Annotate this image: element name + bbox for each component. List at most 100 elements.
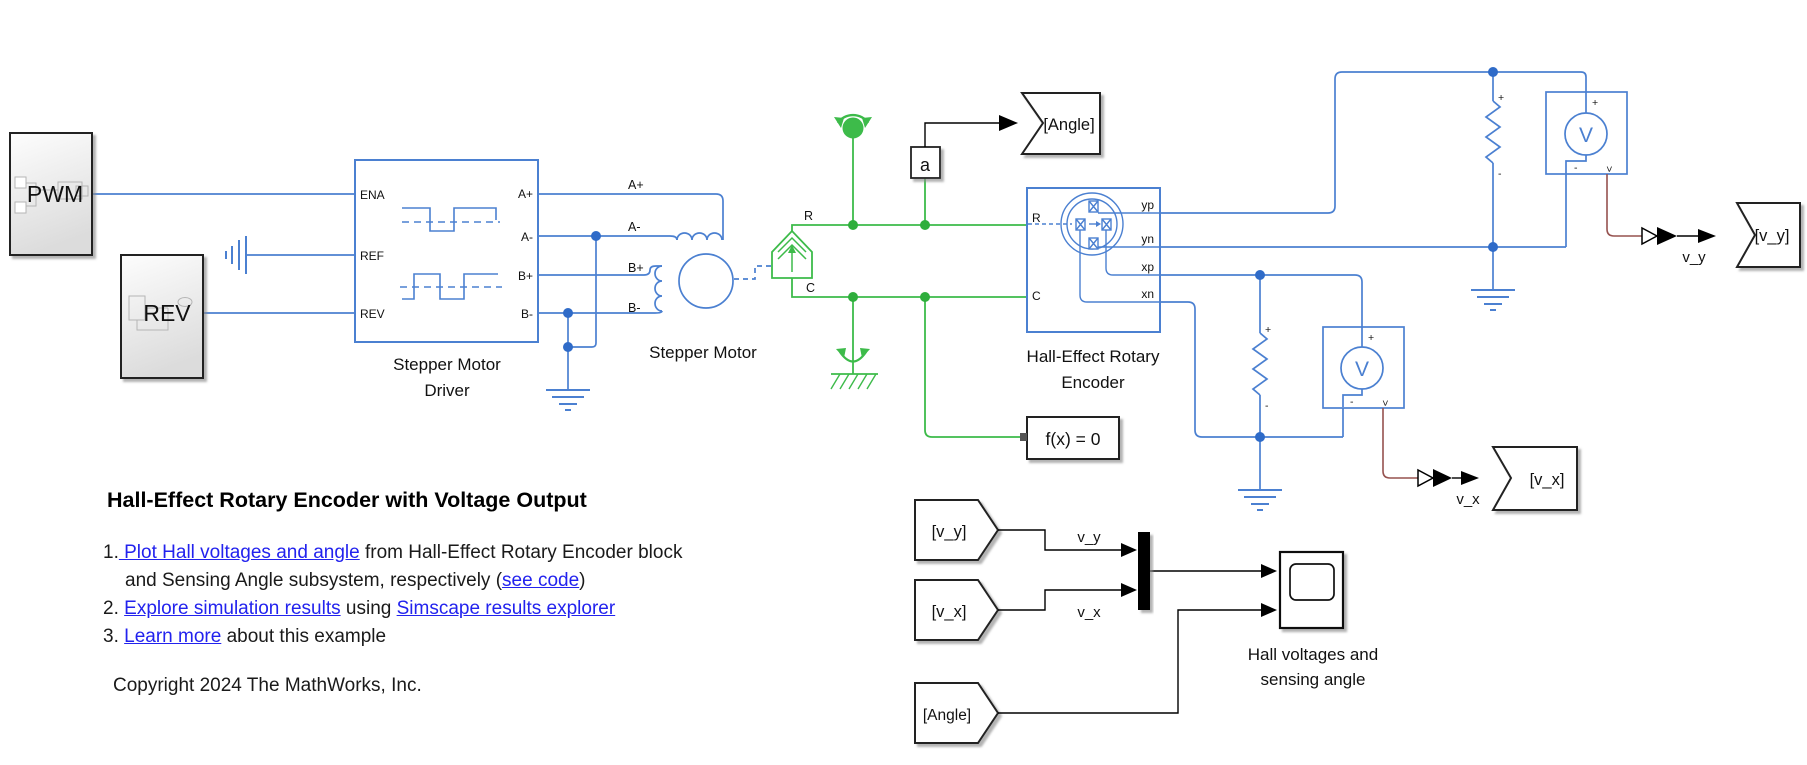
scope-block[interactable] bbox=[1278, 550, 1345, 630]
driver-port-bplus: B+ bbox=[518, 269, 533, 283]
item1-number: 1. bbox=[103, 542, 119, 563]
annotation-title: Hall-Effect Rotary Encoder with Voltage … bbox=[107, 488, 587, 512]
encoder-port-yn: yn bbox=[1141, 232, 1154, 246]
ps-simulink-converter-2[interactable] bbox=[1417, 468, 1452, 488]
rotational-reference[interactable] bbox=[830, 348, 878, 390]
signal-wire-from-vy[interactable] bbox=[998, 529, 1121, 551]
voltage-sensor-2[interactable]: V + - > bbox=[1322, 326, 1405, 409]
wire-b-plus[interactable] bbox=[538, 265, 662, 276]
link-see-code[interactable]: see code bbox=[502, 570, 580, 591]
encoder-name-line2: Encoder bbox=[1061, 373, 1125, 392]
annotation-item-2: 2. Explore simulation results using Sims… bbox=[103, 595, 715, 623]
pwm-label: PWM bbox=[27, 181, 83, 207]
goto-vx-tag[interactable]: [v_x] bbox=[1491, 446, 1578, 511]
electrical-wires[interactable] bbox=[92, 71, 1587, 490]
driver-port-rev: REV bbox=[360, 307, 385, 321]
scope-name-line2: sensing angle bbox=[1261, 670, 1366, 689]
rotational-source[interactable] bbox=[834, 113, 872, 139]
electrical-reference-ref-port[interactable] bbox=[225, 236, 247, 274]
signal-wires-bottom[interactable] bbox=[998, 529, 1261, 714]
voltmeter2-symbol: V bbox=[1355, 358, 1369, 381]
from-vx-label: [v_x] bbox=[932, 603, 967, 621]
rev-label: REV bbox=[143, 300, 191, 326]
electrical-reference-right-top[interactable] bbox=[1471, 289, 1515, 311]
wire-solver[interactable] bbox=[924, 297, 1020, 438]
driver-name-line1: Stepper Motor bbox=[393, 355, 501, 374]
annotation-item-1: 1. Plot Hall voltages and angle from Hal… bbox=[103, 539, 715, 595]
angle-signal-block[interactable]: a bbox=[910, 146, 941, 179]
angle-signal-wire[interactable] bbox=[924, 115, 1018, 147]
wire-aminus-to-ground[interactable] bbox=[568, 236, 597, 348]
encoder-port-xn: xn bbox=[1141, 287, 1154, 301]
wire-a-plus[interactable] bbox=[538, 193, 724, 240]
signal-wire-from-vx[interactable] bbox=[998, 589, 1121, 611]
link-results-explorer[interactable]: Simscape results explorer bbox=[396, 598, 616, 619]
rotational-motion-sensor[interactable] bbox=[771, 229, 813, 279]
resistor-2[interactable] bbox=[1251, 332, 1269, 396]
link-learn-more[interactable]: Learn more bbox=[124, 626, 222, 647]
goto-angle-label: [Angle] bbox=[1043, 116, 1094, 134]
wire-a-minus[interactable] bbox=[538, 235, 678, 241]
goto-angle-tag[interactable]: [Angle] bbox=[1020, 92, 1101, 155]
voltmeter2-out: > bbox=[1379, 400, 1391, 406]
stepper-motor-driver-block[interactable]: ENA REF REV A+ A- B+ B- bbox=[354, 159, 539, 343]
scope-name-line1: Hall voltages and bbox=[1248, 645, 1378, 664]
pwm-subsystem-block[interactable]: PWM bbox=[9, 132, 93, 256]
signal-wire-from-angle[interactable] bbox=[998, 609, 1261, 714]
item3-number: 3. bbox=[103, 626, 119, 647]
goto-vy-tag[interactable]: [v_y] bbox=[1735, 202, 1801, 268]
encoder-icon bbox=[1028, 192, 1160, 303]
resistor2-plus: + bbox=[1265, 324, 1271, 336]
hall-effect-rotary-encoder-block[interactable]: R C yp yn xp xn bbox=[1026, 187, 1161, 333]
goto-vy-label: [v_y] bbox=[1755, 227, 1790, 245]
voltmeter1-minus: - bbox=[1574, 162, 1578, 174]
physical-signal-wires[interactable] bbox=[1382, 174, 1642, 479]
link-explore-results[interactable]: Explore simulation results bbox=[124, 598, 341, 619]
wire-xn[interactable] bbox=[1160, 301, 1343, 438]
pwm-thumbnail-icon bbox=[14, 176, 89, 214]
encoder-port-yp: yp bbox=[1141, 198, 1154, 212]
voltage-sensor-1[interactable]: V + - > bbox=[1545, 91, 1628, 175]
wire-xp[interactable] bbox=[1160, 274, 1363, 327]
electrical-junctions bbox=[563, 67, 1498, 442]
arrowhead bbox=[1461, 471, 1479, 485]
from-vy-tag[interactable]: [v_y] bbox=[914, 499, 1000, 561]
wire-yp[interactable] bbox=[1160, 71, 1587, 214]
item2-text: using bbox=[340, 598, 397, 619]
encoder-name-line1: Hall-Effect Rotary bbox=[1027, 347, 1160, 366]
mechanical-wires[interactable] bbox=[791, 138, 1027, 438]
wire-b-minus[interactable] bbox=[538, 310, 663, 314]
wire-label-bplus: B+ bbox=[628, 261, 644, 275]
ps-wire-vx[interactable] bbox=[1382, 408, 1418, 479]
ps-simulink-converter-1[interactable] bbox=[1641, 226, 1677, 246]
link-plot-hall-voltages[interactable]: Plot Hall voltages and angle bbox=[118, 542, 360, 563]
copyright-text: Copyright 2024 The MathWorks, Inc. bbox=[113, 675, 422, 696]
encoder-port-r: R bbox=[1032, 211, 1041, 225]
electrical-reference-driver[interactable] bbox=[546, 389, 590, 411]
ps-wire-vy[interactable] bbox=[1606, 174, 1642, 237]
mux-block[interactable] bbox=[1138, 532, 1150, 610]
wire-label-bminus: B- bbox=[628, 301, 641, 315]
from-vx-tag[interactable]: [v_x] bbox=[914, 579, 1000, 641]
voltmeter1-symbol: V bbox=[1579, 124, 1593, 147]
voltmeter1-plus: + bbox=[1592, 97, 1598, 109]
wire-r[interactable] bbox=[791, 224, 1027, 232]
scope-screen-icon bbox=[1289, 563, 1335, 601]
arrowhead bbox=[1698, 229, 1716, 243]
solver-configuration-block[interactable]: f(x) = 0 bbox=[1020, 416, 1120, 460]
rev-subsystem-block[interactable]: REV bbox=[120, 254, 204, 379]
coil-b bbox=[654, 265, 663, 312]
from-angle-label: [Angle] bbox=[923, 707, 971, 724]
driver-port-bminus: B- bbox=[521, 307, 533, 321]
driver-name-line2: Driver bbox=[424, 381, 470, 400]
resistor-1[interactable] bbox=[1484, 100, 1502, 164]
from-angle-tag[interactable]: [Angle] bbox=[914, 682, 1000, 744]
item2-number: 2. bbox=[103, 598, 119, 619]
wire-c[interactable] bbox=[791, 278, 1027, 298]
from-vy-label: [v_y] bbox=[932, 523, 967, 541]
resistor1-plus: + bbox=[1498, 92, 1504, 104]
stepper-motor-block[interactable] bbox=[654, 232, 771, 312]
electrical-reference-right-bottom[interactable] bbox=[1238, 489, 1282, 511]
